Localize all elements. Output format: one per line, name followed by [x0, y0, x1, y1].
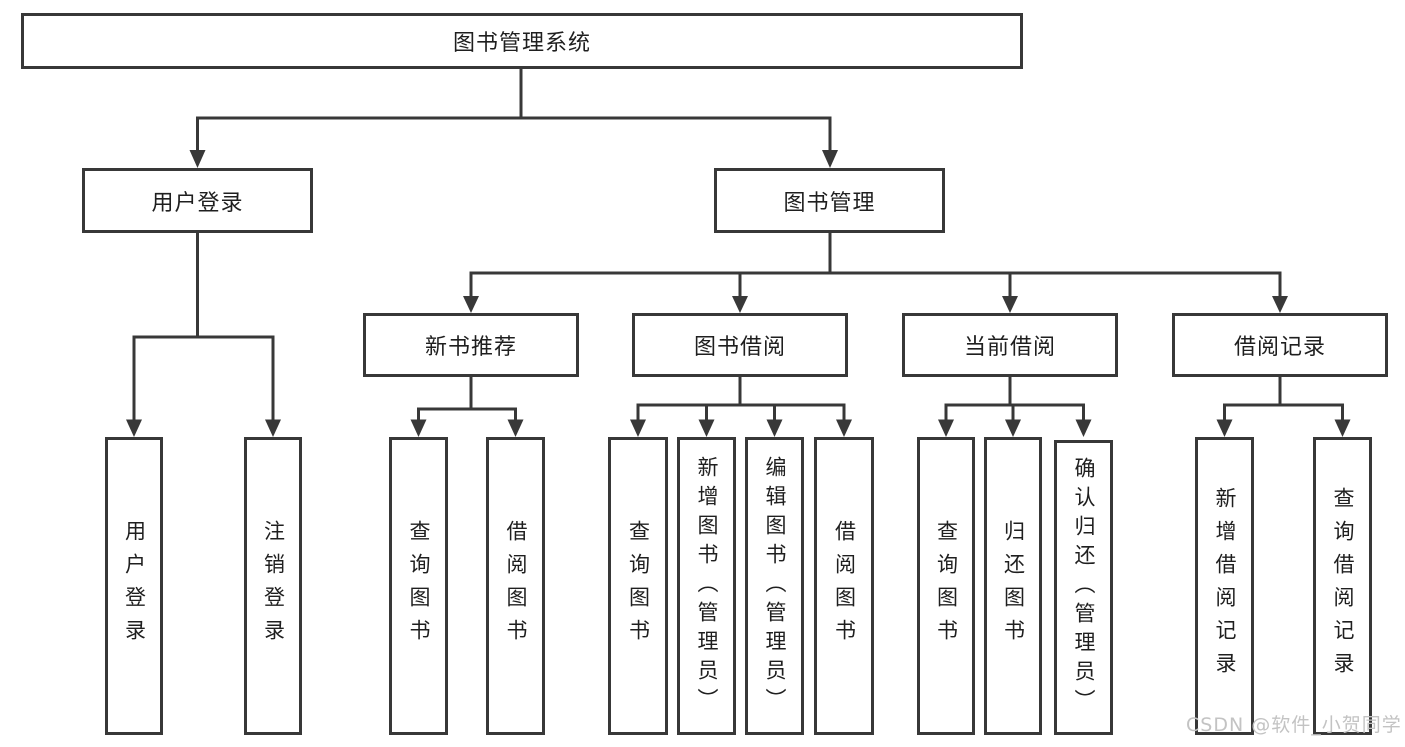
node-book-management: 图书管理	[714, 168, 945, 233]
leaf-label: 编辑图书（管理员）	[763, 455, 787, 717]
node-library-system: 图书管理系统	[21, 13, 1023, 69]
leaf-logout: 注销登录	[244, 437, 302, 735]
leaf-label: 查询图书	[626, 520, 651, 652]
leaf-add-book-admin: 新增图书（管理员）	[677, 437, 736, 735]
leaf-label: 用户登录	[122, 520, 147, 652]
node-book-borrow: 图书借阅	[632, 313, 848, 377]
node-current-borrow: 当前借阅	[902, 313, 1118, 377]
leaf-label: 查询借阅记录	[1331, 487, 1355, 685]
watermark: CSDN @软件_小贺同学	[1186, 714, 1402, 736]
leaf-query-book-borrow: 查询图书	[608, 437, 668, 735]
leaf-label: 借阅图书	[832, 520, 857, 652]
leaf-label: 注销登录	[261, 520, 286, 652]
leaf-label: 新增借阅记录	[1213, 487, 1237, 685]
node-user-login: 用户登录	[82, 168, 313, 233]
leaf-query-book-current: 查询图书	[917, 437, 975, 735]
leaf-confirm-return-admin: 确认归还（管理员）	[1054, 440, 1113, 735]
leaf-label: 借阅图书	[504, 520, 528, 652]
leaf-user-login: 用户登录	[105, 437, 163, 735]
leaf-label: 归还图书	[1001, 520, 1026, 652]
leaf-borrow-book-recommend: 借阅图书	[486, 437, 545, 735]
leaf-query-book-recommend: 查询图书	[389, 437, 448, 735]
leaf-edit-book-admin: 编辑图书（管理员）	[745, 437, 804, 735]
leaf-label: 确认归还（管理员）	[1072, 457, 1096, 718]
node-new-book-recommend: 新书推荐	[363, 313, 579, 377]
leaf-return-book: 归还图书	[984, 437, 1042, 735]
leaf-label: 查询图书	[407, 520, 431, 652]
leaf-label: 查询图书	[934, 520, 959, 652]
leaf-label: 新增图书（管理员）	[695, 455, 719, 717]
leaf-borrow-book: 借阅图书	[814, 437, 874, 735]
leaf-query-borrow-record: 查询借阅记录	[1313, 437, 1372, 735]
node-borrow-record: 借阅记录	[1172, 313, 1388, 377]
leaf-add-borrow-record: 新增借阅记录	[1195, 437, 1254, 735]
